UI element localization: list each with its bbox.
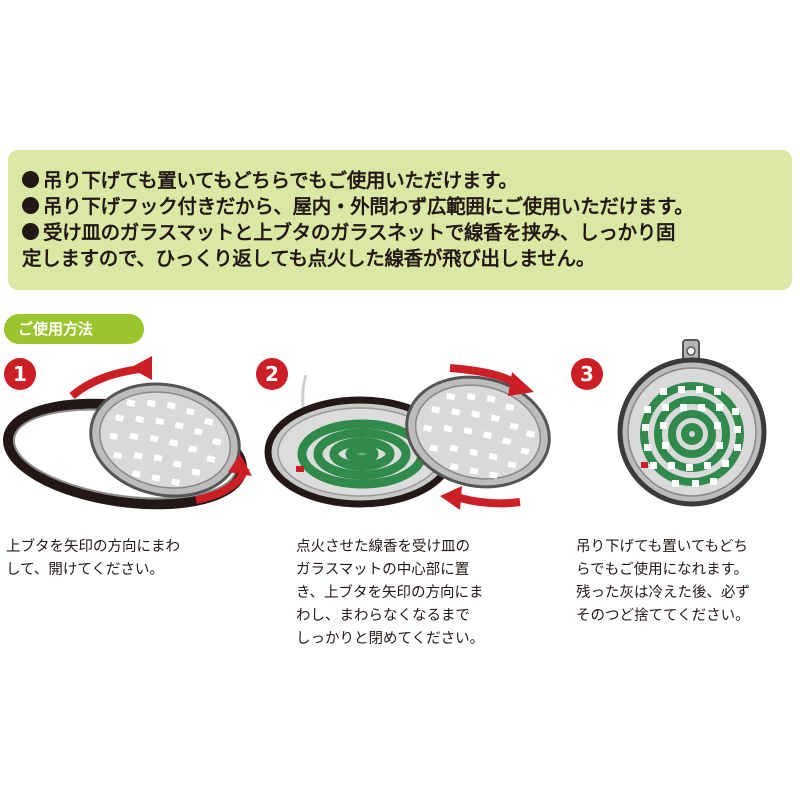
feature-item: 吊り下げても置いてもどちらでもご使用いただけます。 <box>22 168 792 194</box>
usage-tab: ご使用方法 <box>4 314 144 344</box>
step-2-text: 点火させた線香を受け皿の ガラスマットの中心部に置 き、上ブタを矢印の方向にま … <box>296 539 485 647</box>
lid-icon <box>405 375 551 489</box>
bullet-dot <box>22 171 39 188</box>
feature-text: 吊り下げても置いてもどちらでもご使用いただけます。 <box>43 169 518 192</box>
feature-text: 吊り下げフック付きだから、屋内・外問わず広範囲にご使用いただけます。 <box>43 195 694 218</box>
step-1-number: 1 <box>4 358 36 390</box>
step-2-number: 2 <box>256 358 288 390</box>
mosquito-coil-icon <box>297 419 427 489</box>
step-1-text: 上ブタを矢印の方向にまわ して、開けてください。 <box>6 539 180 578</box>
feature-text: 受け皿のガラスマットと上ブタのガラスネットで線香を挟み、しっかり固 <box>43 221 676 244</box>
feature-box: 吊り下げても置いてもどちらでもご使用いただけます。 吊り下げフック付きだから、屋… <box>8 150 792 290</box>
step-3-number: 3 <box>571 358 603 390</box>
lid-icon <box>89 382 241 498</box>
step-3-text: 吊り下げても置いてもどち らでもご使用になれます。 残った灰は冷えた後、必ず そ… <box>576 539 750 624</box>
bullet-dot <box>22 197 39 214</box>
feature-item: 吊り下げフック付きだから、屋内・外問わず広範囲にご使用いただけます。 <box>22 194 792 220</box>
bullet-dot <box>22 223 39 240</box>
feature-text-continued: 定しますので、ひっくり返しても点火した線香が飛び出しません。 <box>22 247 596 270</box>
feature-item: 受け皿のガラスマットと上ブタのガラスネットで線香を挟み、しっかり固 <box>22 220 792 246</box>
